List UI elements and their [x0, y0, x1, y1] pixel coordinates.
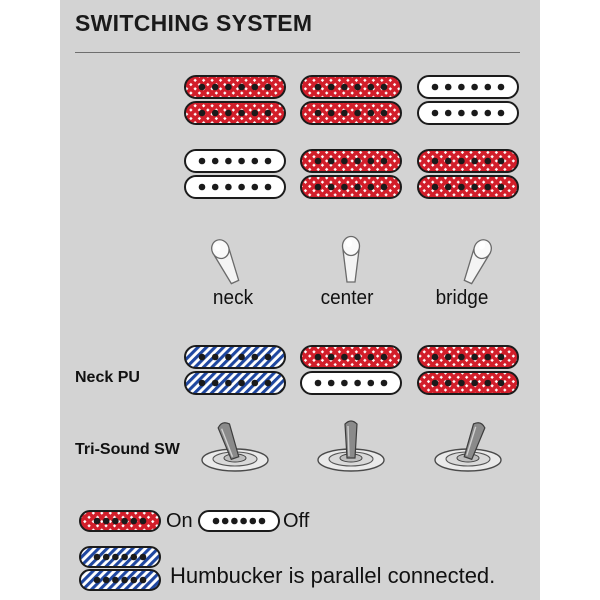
title-divider	[75, 52, 520, 53]
legend-parallel-label: Humbucker is parallel connected.	[170, 563, 496, 588]
tri-sound-toggle-bridge	[434, 422, 502, 472]
neck-pu-label: Neck PU	[75, 369, 140, 386]
blade-switch-center	[341, 235, 361, 283]
blade-switches	[211, 235, 492, 285]
tri-sound-toggle-neck	[201, 422, 269, 472]
neck-pu-coil-bridge-1	[417, 345, 519, 369]
pickup-coil-center-3	[300, 149, 402, 173]
position-label-neck: neck	[212, 287, 254, 309]
neck-pu-coil-center-1	[300, 345, 402, 369]
blade-switch-bridge	[463, 239, 492, 285]
legend-on-label: On	[166, 510, 193, 532]
pickup-coil-neck-1	[184, 75, 286, 99]
legend-on-swatch	[79, 510, 161, 532]
pickup-coil-center-1	[300, 75, 402, 99]
neck-pu-coil-neck-1	[184, 345, 286, 369]
pickup-coil-neck-3	[184, 149, 286, 173]
tri-sound-toggles	[201, 420, 502, 472]
blade-switch-neck	[211, 239, 240, 285]
legend-swatches	[79, 510, 280, 591]
legend-off-label: Off	[283, 510, 310, 532]
pickup-coil-neck-2	[184, 101, 286, 125]
neck-pu-coil-center-2	[300, 371, 402, 395]
pickup-grid	[184, 75, 519, 395]
page-title: SWITCHING SYSTEM	[75, 10, 313, 36]
pickup-coil-neck-4	[184, 175, 286, 199]
legend-parallel-swatch-1	[79, 546, 161, 568]
position-label-center: center	[320, 287, 374, 309]
legend-off-swatch	[198, 510, 280, 532]
tri-sound-toggle-center	[317, 420, 385, 472]
pickup-coil-bridge-4	[417, 175, 519, 199]
pickup-coil-center-2	[300, 101, 402, 125]
pickup-coil-bridge-1	[417, 75, 519, 99]
pickup-coil-center-4	[300, 175, 402, 199]
neck-pu-coil-bridge-2	[417, 371, 519, 395]
position-label-bridge: bridge	[435, 287, 489, 309]
pickup-coil-bridge-2	[417, 101, 519, 125]
tri-sound-label: Tri-Sound SW	[75, 441, 180, 458]
switching-panel	[60, 0, 540, 600]
pickup-coil-bridge-3	[417, 149, 519, 173]
neck-pu-coil-neck-2	[184, 371, 286, 395]
legend-parallel-swatch-2	[79, 569, 161, 591]
